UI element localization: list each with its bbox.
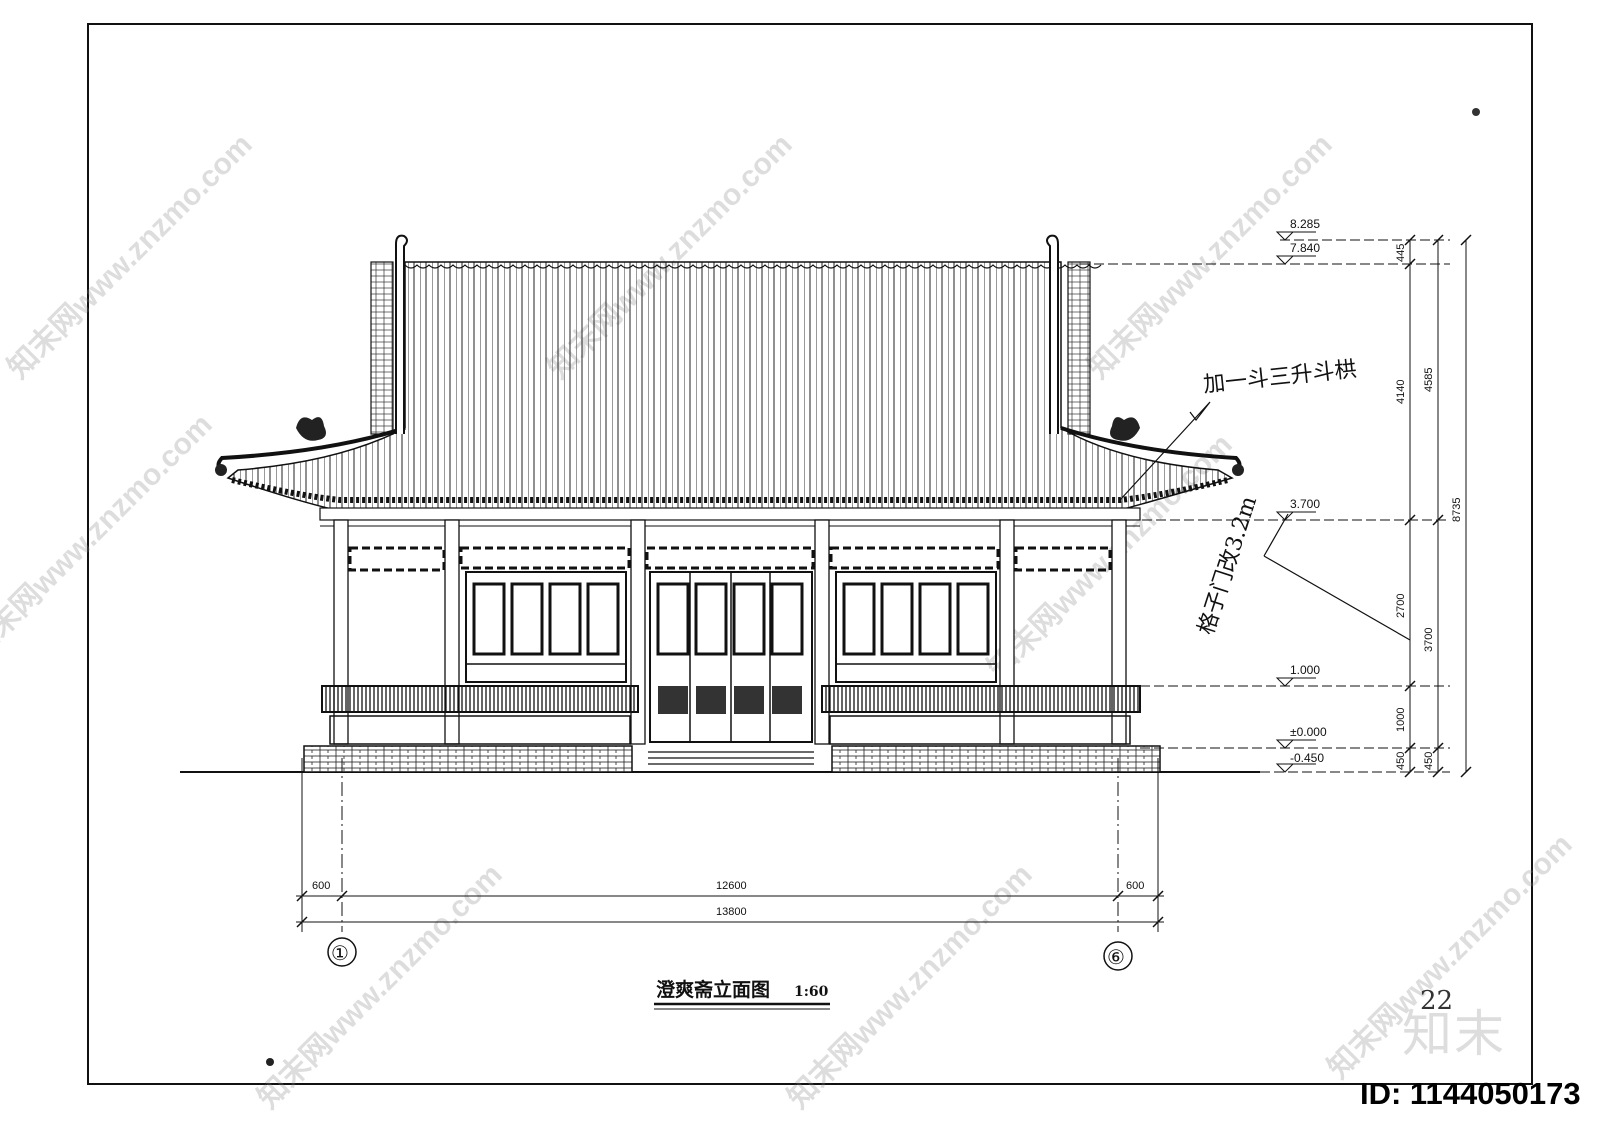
eave-beam: [319, 507, 1141, 521]
drawing-scale: 1:60: [794, 984, 829, 1000]
level-marker: 8.285: [1275, 217, 1450, 241]
level-label: 7.840: [1290, 241, 1320, 255]
building-body: [303, 519, 1161, 773]
roof: [215, 234, 1244, 527]
axis-label: ⑥: [1107, 947, 1125, 969]
hdim-label: 600: [312, 880, 330, 892]
level-label: ±0.000: [1290, 725, 1327, 739]
level-label: -0.450: [1290, 751, 1324, 765]
right-finial: [1046, 234, 1059, 434]
axis-bubbles: ① ⑥: [327, 937, 1133, 971]
level-marker: ±0.000: [1140, 725, 1450, 749]
right-balustrade: [821, 685, 1141, 713]
vdim-label: 1000: [1395, 708, 1407, 732]
level-marker: 3.700: [1100, 497, 1450, 521]
level-label: 3.700: [1290, 497, 1320, 511]
level-markers: 8.285 7.840 3.700 1.000 ±0.000: [1080, 217, 1450, 773]
lattice-frieze: [645, 546, 815, 570]
right-eave-ornament: [1232, 464, 1244, 476]
sheet-frame: [87, 23, 1533, 1085]
level-marker: 1.000: [1140, 663, 1450, 687]
level-label: 1.000: [1290, 663, 1320, 677]
drawing-title-block: 澄爽斋立面图 1:60: [654, 978, 830, 1010]
vdim-label: 2700: [1395, 594, 1407, 618]
left-eave-ornament: [215, 464, 227, 476]
page-number: 22: [1420, 986, 1454, 1016]
hdim-label: 13800: [716, 906, 747, 918]
right-plinth: [831, 745, 1161, 773]
right-ornament: [1110, 417, 1140, 441]
drawing-title: 澄爽斋立面图: [656, 978, 770, 1001]
vdim-label: 3700: [1423, 628, 1435, 652]
hdim-label: 600: [1126, 880, 1144, 892]
level-label: 8.285: [1290, 217, 1320, 231]
left-plinth: [303, 745, 633, 773]
axis-label: ①: [331, 943, 349, 965]
left-sill-panel: [329, 715, 631, 745]
horizontal-dimensions: 600 12600 600 13800: [296, 758, 1164, 932]
lattice-frieze: [348, 546, 446, 572]
eave-tiles: [231, 477, 1229, 503]
leader-line-2: [1263, 513, 1411, 641]
right-window-bay: [835, 571, 997, 683]
axis-bubble: [1103, 941, 1133, 971]
lattice-frieze: [1014, 546, 1112, 572]
handwritten-note-1: 加一斗三升斗栱: [1202, 357, 1358, 398]
left-balustrade: [321, 685, 639, 713]
vertical-dimensions: 445 4140 2700 1000 450 4585 3700 450 873…: [1395, 234, 1472, 778]
axis-bubble: [327, 937, 357, 967]
ridge-line: [404, 264, 1102, 269]
vdim-label: 445: [1395, 244, 1407, 262]
handwritten-note-2: 格子门改3.2m: [1194, 493, 1262, 638]
hdim-label: 12600: [716, 880, 747, 892]
lattice-frieze: [459, 546, 631, 570]
image-id-label: ID: 1144050173: [1360, 1076, 1581, 1111]
level-marker: -0.450: [1260, 751, 1450, 773]
right-gable-wall: [1067, 261, 1091, 435]
right-sill-panel: [829, 715, 1131, 745]
watermark-text: 知末网www.znzmo.com: [0, 408, 219, 665]
ink-dot: [1472, 108, 1480, 116]
leader-line-1: [1119, 401, 1211, 501]
watermark-text: 知末网www.znzmo.com: [2, 128, 259, 385]
left-gable-wall: [370, 261, 394, 435]
left-ornament: [296, 417, 326, 441]
vdim-label: 4585: [1423, 368, 1435, 392]
left-window-bay: [465, 571, 627, 683]
left-finial: [395, 234, 408, 434]
center-door-bay: [649, 571, 813, 743]
lattice-frieze: [829, 546, 1000, 570]
vdim-label: 4140: [1395, 380, 1407, 404]
watermark-logo: 知末: [1402, 1005, 1506, 1063]
vdim-label: 450: [1423, 752, 1435, 770]
ink-dot: [266, 1058, 274, 1066]
vdim-label: 8735: [1451, 498, 1463, 522]
level-marker: 7.840: [1080, 241, 1450, 265]
entrance-steps: [648, 751, 814, 765]
vdim-label: 450: [1395, 752, 1407, 770]
